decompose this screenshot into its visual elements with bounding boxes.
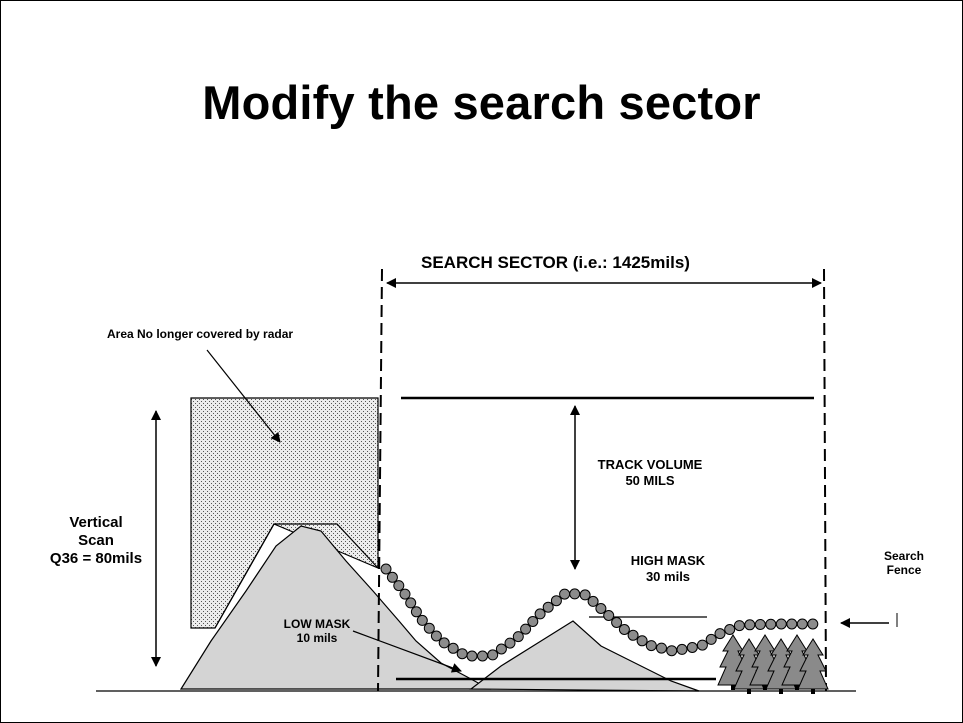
fence-bead bbox=[775, 618, 787, 630]
area-pointer-arrow bbox=[206, 349, 281, 443]
fence-bead bbox=[487, 649, 499, 661]
fence-bead bbox=[807, 618, 819, 630]
fence-bead bbox=[724, 624, 736, 635]
fence-bead bbox=[466, 650, 478, 662]
vertical-scan-text-1: Vertical bbox=[69, 514, 123, 531]
sector-right-boundary bbox=[823, 268, 827, 692]
fence-bead bbox=[423, 622, 435, 634]
tree-trunk bbox=[731, 685, 735, 690]
low-mask-text: LOW MASK bbox=[283, 617, 351, 631]
fence-bead bbox=[534, 608, 546, 620]
tree-trunk bbox=[779, 689, 783, 694]
fence-bead bbox=[733, 620, 745, 632]
fence-bead bbox=[579, 589, 591, 601]
fence-bead bbox=[754, 619, 766, 630]
track-volume-label: TRACK VOLUME 50 MILS bbox=[595, 457, 705, 488]
tree-trunk bbox=[763, 685, 767, 690]
fence-bead bbox=[676, 643, 688, 655]
vertical-scan-value: Q36 = 80mils bbox=[49, 550, 143, 567]
fence-bead bbox=[430, 630, 442, 642]
fence-bead bbox=[705, 633, 717, 645]
fence-bead bbox=[587, 595, 599, 607]
fence-bead bbox=[542, 601, 554, 613]
high-mask-label: HIGH MASK 30 mils bbox=[623, 553, 713, 584]
vertical-scan-label: Vertical Scan Q36 = 80mils bbox=[41, 514, 151, 568]
page-title: Modify the search sector bbox=[202, 76, 761, 129]
fence-bead bbox=[595, 603, 607, 614]
tree-trunk bbox=[811, 689, 815, 694]
search-fence-text-2: Fence bbox=[886, 563, 922, 578]
fence-bead bbox=[786, 618, 798, 630]
fence-bead bbox=[527, 616, 539, 627]
fence-bead bbox=[380, 563, 392, 575]
fence-bead bbox=[627, 629, 639, 641]
low-mask-value: 10 mils bbox=[296, 631, 338, 646]
fence-bead bbox=[603, 610, 615, 621]
fence-bead bbox=[796, 618, 808, 630]
fence-bead bbox=[611, 617, 623, 628]
fence-bead bbox=[550, 595, 562, 607]
tree-trunk bbox=[795, 685, 799, 690]
tree-trunk bbox=[747, 689, 751, 694]
fence-bead bbox=[618, 624, 630, 635]
fence-bead bbox=[504, 637, 516, 649]
fence-bead bbox=[645, 640, 657, 652]
fence-bead bbox=[410, 606, 422, 618]
fence-bead bbox=[495, 643, 507, 655]
fence-bead bbox=[696, 639, 708, 651]
fence-bead bbox=[456, 648, 468, 660]
fence-bead bbox=[666, 645, 678, 657]
fence-bead bbox=[656, 642, 667, 654]
fence-bead bbox=[512, 631, 524, 643]
vertical-scan-text-2: Scan bbox=[78, 532, 114, 549]
right-mountain bbox=[469, 620, 700, 692]
high-mask-value: 30 mils bbox=[645, 568, 691, 584]
fence-bead bbox=[714, 628, 726, 640]
fence-bead bbox=[569, 588, 581, 600]
fence-bead bbox=[520, 623, 532, 635]
area-no-longer-label: Area No longer covered by radar bbox=[107, 327, 294, 341]
coverage-outline bbox=[214, 523, 379, 629]
fence-bead bbox=[399, 588, 411, 600]
search-fence-label: Search Fence bbox=[869, 549, 939, 578]
low-mask-arrow bbox=[352, 630, 462, 673]
fence-bead bbox=[686, 642, 698, 653]
fence-bead bbox=[765, 618, 777, 630]
track-volume-text: TRACK VOLUME bbox=[597, 457, 703, 472]
fence-bead bbox=[416, 614, 428, 626]
fence-bead bbox=[447, 642, 459, 654]
fence-bead bbox=[386, 571, 398, 583]
fence-bead bbox=[744, 619, 756, 631]
search-sector-label: SEARCH SECTOR (i.e.: 1425mils) bbox=[421, 253, 690, 272]
fence-bead bbox=[636, 635, 648, 647]
sector-left-boundary bbox=[377, 268, 383, 692]
low-mask-label: LOW MASK 10 mils bbox=[267, 617, 367, 646]
fence-bead bbox=[438, 637, 450, 649]
left-mountain bbox=[179, 525, 492, 690]
search-fence-text-1: Search bbox=[883, 549, 925, 563]
fence-bead bbox=[559, 588, 571, 600]
tree-clump bbox=[717, 634, 829, 694]
track-volume-value: 50 MILS bbox=[625, 472, 675, 488]
search-fence-chain bbox=[380, 563, 819, 662]
fence-bead bbox=[477, 650, 488, 662]
high-mask-text: HIGH MASK bbox=[630, 553, 706, 568]
fence-bead bbox=[405, 597, 417, 609]
fence-bead bbox=[393, 580, 405, 592]
